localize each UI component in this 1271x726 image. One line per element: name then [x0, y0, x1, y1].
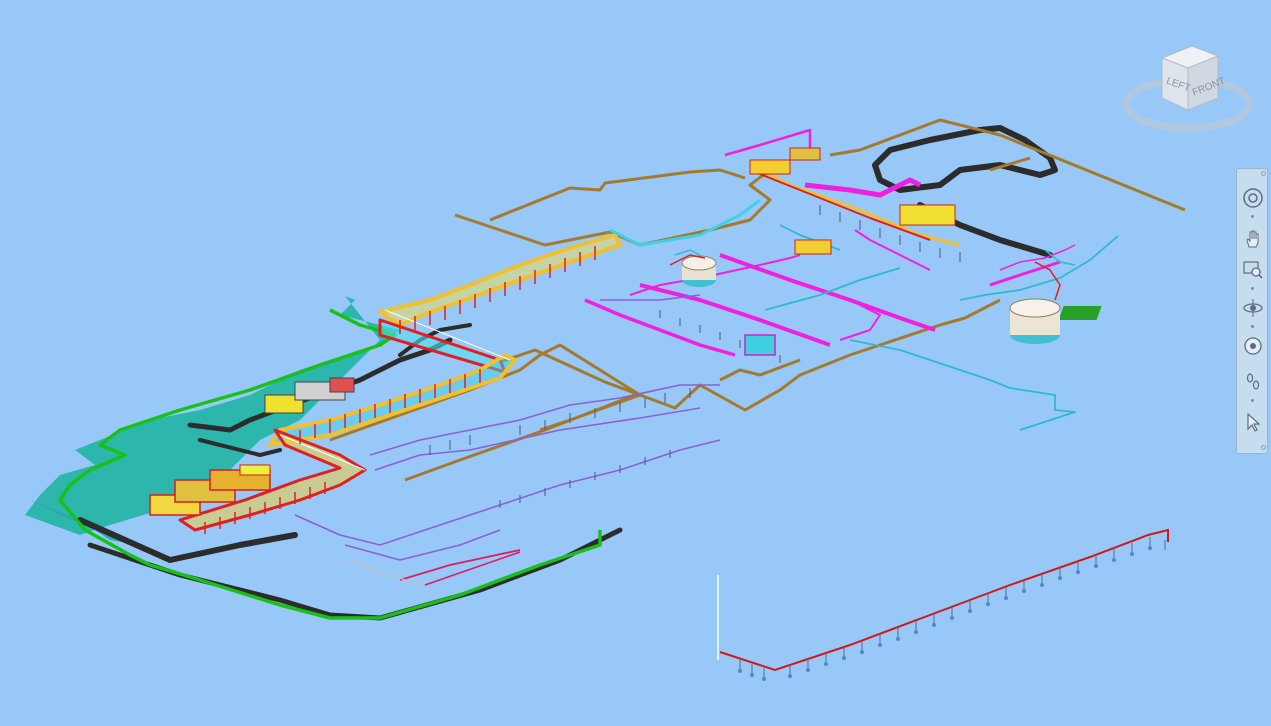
navigation-bar: [1236, 168, 1268, 454]
cyan-pipes: [764, 224, 1119, 431]
navbar-close-dot[interactable]: [1261, 171, 1266, 176]
cursor-icon[interactable]: [1240, 409, 1266, 435]
walk-icon[interactable]: [1240, 369, 1266, 395]
orbit-icon[interactable]: [1240, 295, 1266, 321]
viewcube[interactable]: LEFT FRONT: [1122, 40, 1258, 140]
process-units: [669, 244, 1076, 301]
storage-tanks: [681, 255, 1061, 344]
viewcube-front-face[interactable]: [1187, 55, 1219, 111]
roads: [77, 125, 1058, 621]
red-pipeline: [717, 528, 1169, 681]
equipment: [149, 147, 1102, 516]
magenta-pipes: [584, 128, 1061, 357]
pipe-supports: [429, 205, 961, 508]
pipe-rack: [178, 163, 961, 534]
steering-wheel-icon[interactable]: [1240, 185, 1266, 211]
zoom-window-icon[interactable]: [1240, 257, 1266, 283]
red-lines: [344, 549, 521, 586]
hand-icon[interactable]: [1240, 226, 1266, 252]
ground-pad: [25, 296, 400, 545]
look-icon[interactable]: [1240, 333, 1266, 359]
navbar-menu-dot[interactable]: [1261, 445, 1266, 450]
